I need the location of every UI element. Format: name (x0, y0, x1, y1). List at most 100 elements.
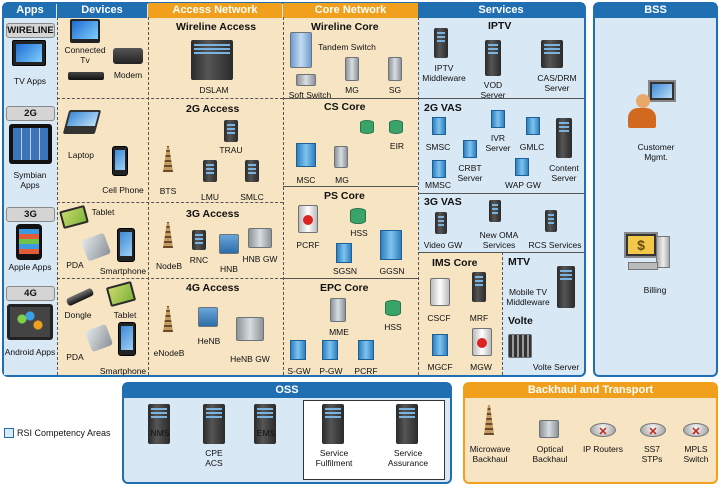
divider (57, 17, 58, 375)
lmu-label: LMU (201, 192, 219, 202)
ss7-stps-icon (640, 423, 666, 438)
enodeb-icon (163, 306, 173, 332)
hss-label: HSS (350, 228, 368, 238)
mmsc-label: MMSC (425, 180, 451, 190)
mrf-label: MRF (469, 313, 489, 323)
access-4g-title: 4G Access (186, 282, 240, 294)
divider (283, 186, 418, 187)
divider (418, 193, 584, 194)
ivr-server-label: IVR Server (485, 133, 511, 153)
wireline-pill: WIRELINE (6, 23, 55, 38)
hss-label: HSS (384, 322, 402, 332)
pcrf-label: PCRF (354, 366, 378, 376)
access-2g-title: 2G Access (186, 103, 240, 115)
apple-apps-icon (16, 224, 42, 260)
trau-label: TRAU (219, 145, 243, 155)
mmsc-icon (432, 160, 446, 178)
divider (502, 252, 503, 375)
crbt-server-label: CRBT Server (457, 163, 483, 183)
henb-gw-icon (236, 317, 264, 341)
mgcf-label: MGCF (427, 362, 453, 372)
tv-apps-icon (12, 40, 46, 66)
pda-label: PDA (66, 352, 84, 362)
henb-gw-label: HeNB GW (230, 354, 270, 364)
divider (57, 98, 283, 99)
cs-core-title: CS Core (324, 101, 366, 113)
header-bss: BSS (595, 3, 716, 18)
divider (148, 17, 149, 375)
mobile-tv-middleware-label: Mobile TV Middleware (506, 287, 550, 307)
soft-switch-icon (296, 74, 316, 86)
wireline-core-title: Wireline Core (311, 21, 379, 33)
legend-swatch (4, 428, 14, 438)
sg-icon (388, 57, 402, 81)
mpls-switch-icon (683, 423, 709, 438)
apple-apps-label: Apple Apps (8, 262, 52, 272)
gmlc-icon (526, 117, 540, 135)
ims-core-title: IMS Core (432, 257, 478, 269)
mtv-title: MTV (508, 256, 531, 268)
new-oma-services-label: New OMA Services (479, 230, 519, 250)
mme-icon (330, 298, 346, 322)
smartphone-icon (118, 322, 136, 356)
henb-label: HeNB (197, 336, 221, 346)
symbian-apps-label: Symbian Apps (13, 170, 47, 190)
rnc-icon (192, 230, 206, 250)
optical-backhaul-icon (539, 420, 559, 438)
enodeb-label: eNodeB (153, 348, 185, 358)
service-assurance-label: Service Assurance (387, 448, 429, 468)
smsc-icon (432, 117, 446, 135)
ip-routers-label: IP Routers (582, 444, 623, 454)
mg-label: MG (335, 175, 349, 185)
mgw-icon (472, 328, 492, 356)
video-gw-label: Video GW (423, 240, 463, 250)
divider (57, 202, 283, 203)
smartphone-icon (117, 228, 135, 262)
sgsn-icon (336, 243, 352, 263)
ps-core-title: PS Core (324, 190, 365, 202)
soft-switch-label: Soft Switch (288, 90, 332, 100)
eir-label: EIR (389, 141, 405, 151)
hnb-gw-label: HNB GW (242, 254, 278, 264)
ems-label: EMS (256, 428, 276, 438)
vas-2g-title: 2G VAS (424, 102, 462, 114)
smlc-label: SMLC (240, 192, 264, 202)
mg-icon (345, 57, 359, 81)
video-gw-icon (435, 212, 447, 234)
laptop-icon (62, 110, 102, 134)
cs-db-icon (360, 120, 374, 134)
cell-phone-icon (112, 146, 128, 176)
android-apps-icon (7, 304, 53, 340)
nodeb-icon (163, 222, 173, 248)
pcrf-icon (298, 205, 318, 233)
smartphone-label: Smartphone (99, 266, 147, 276)
msc-icon (296, 143, 316, 167)
divider (418, 252, 584, 253)
set-top-box-icon (68, 72, 104, 80)
rcs-services-label: RCS Services (528, 240, 582, 250)
mg-icon (334, 146, 348, 168)
nodeb-label: NodeB (156, 261, 182, 271)
hss-icon (385, 300, 401, 316)
wap-gw-icon (515, 158, 529, 176)
android-apps-label: Android Apps (4, 347, 56, 357)
ems-icon (254, 404, 276, 444)
tandem-switch-icon (290, 32, 312, 68)
legend-label: RSI Competency Areas (17, 428, 111, 438)
ivr-server-icon (491, 110, 505, 128)
smsc-label: SMSC (425, 142, 451, 152)
cscf-icon (430, 278, 450, 306)
mrf-icon (472, 272, 486, 302)
wireline-access-title: Wireline Access (176, 21, 257, 33)
microwave-backhaul-label: Microwave Backhaul (469, 444, 511, 464)
service-fulfilment-label: Service Fulfilment (315, 448, 353, 468)
billing-icon: $ (624, 232, 670, 272)
tv-apps-label: TV Apps (13, 76, 47, 86)
gmlc-label: GMLC (519, 142, 545, 152)
smartphone-label: Smartphone (99, 366, 147, 376)
laptop-label: Laptop (68, 150, 94, 160)
divider (57, 278, 283, 279)
iptv-middleware-label: IPTV Middleware (422, 63, 466, 83)
ggsn-label: GGSN (379, 266, 405, 276)
cpe-acs-label: CPE ACS (205, 448, 223, 468)
